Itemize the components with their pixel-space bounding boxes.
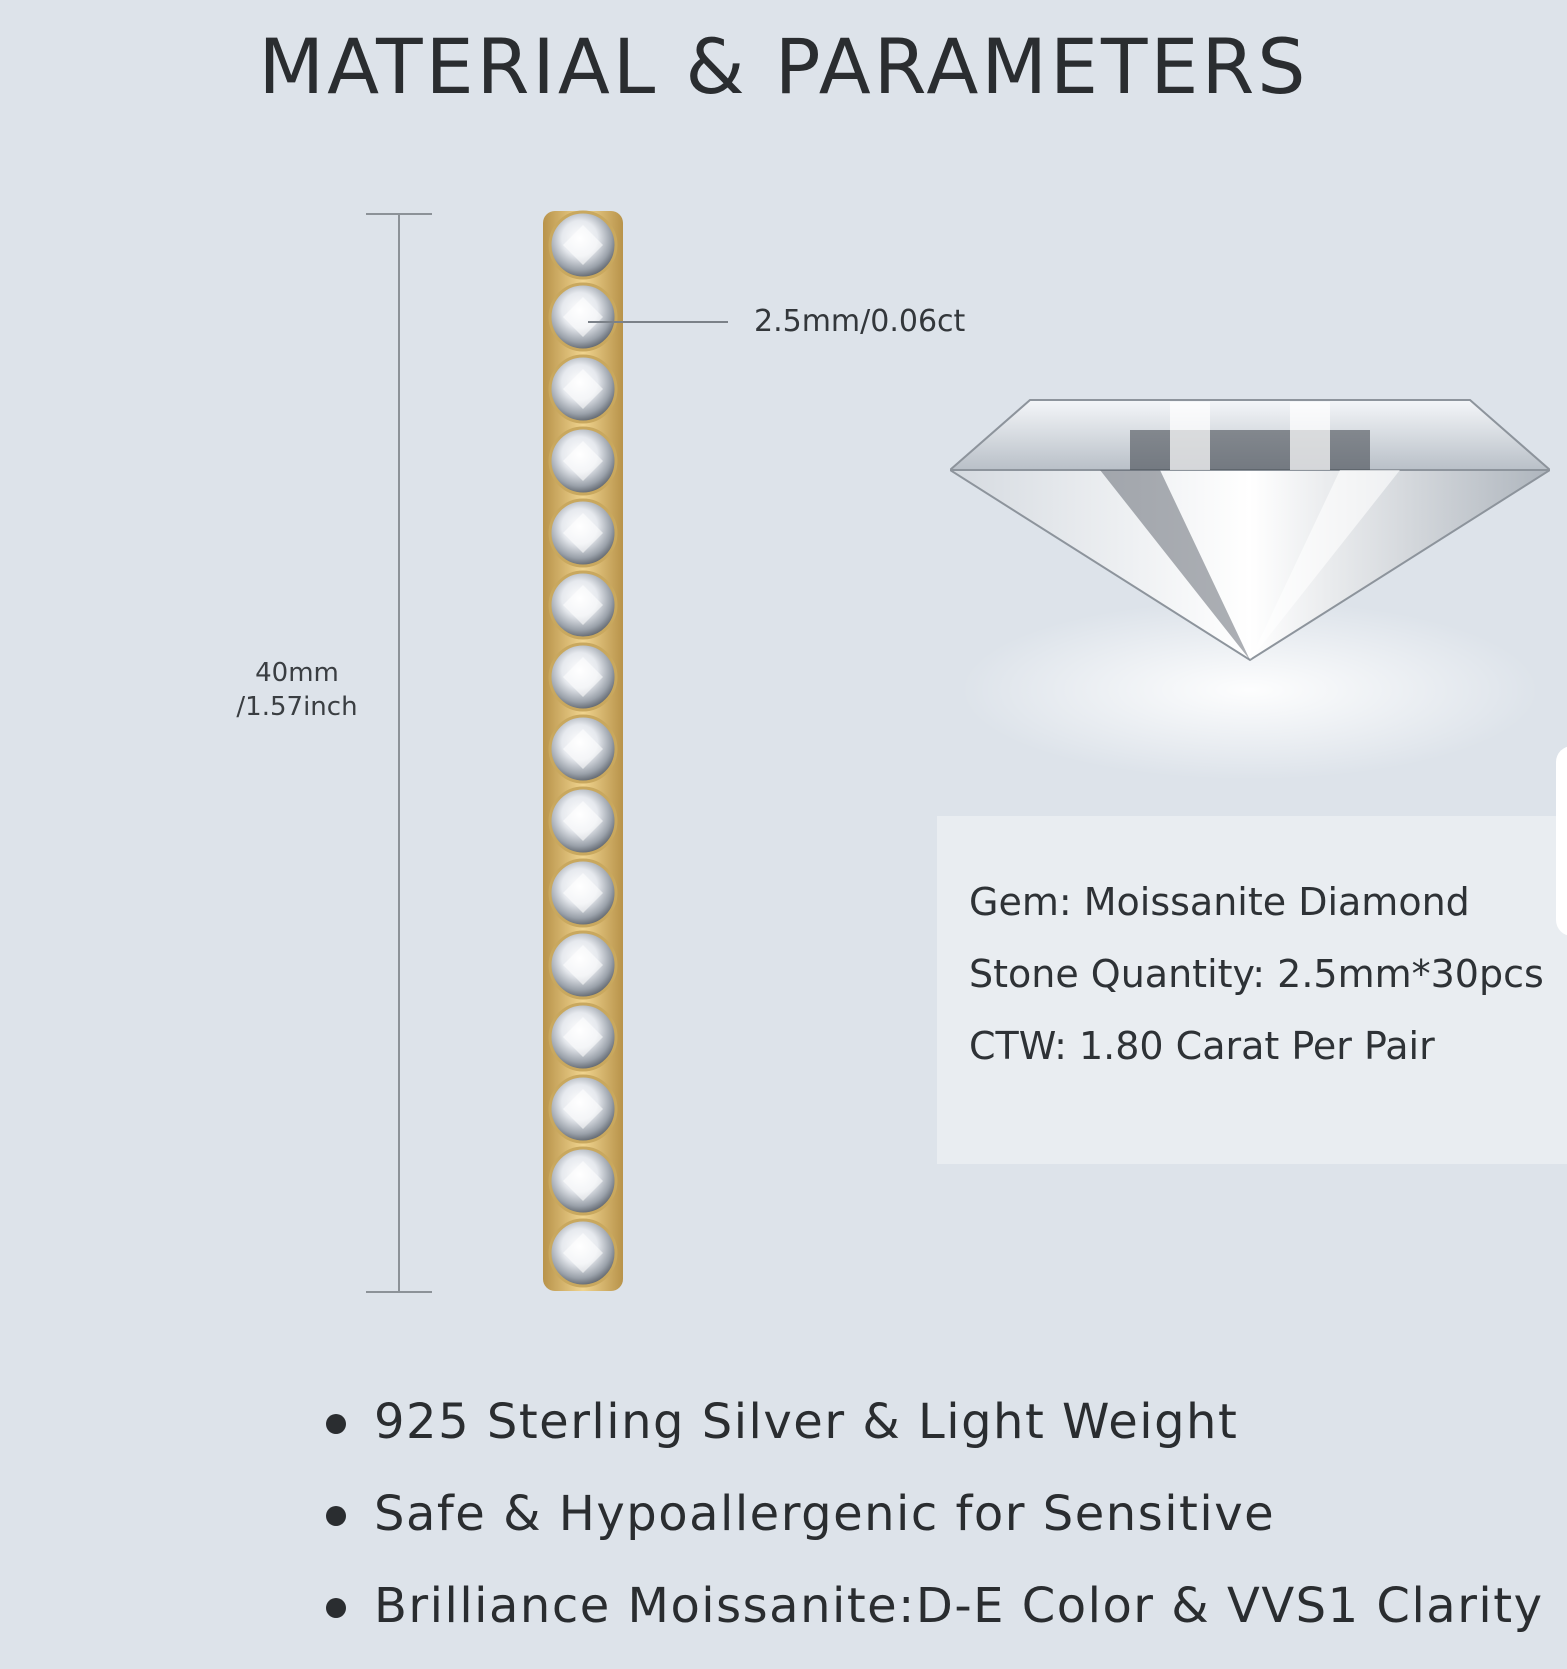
- stone-sparkle: [563, 513, 603, 553]
- spec-gem: Gem: Moissanite Diamond: [969, 880, 1470, 924]
- stone-sparkle: [563, 1089, 603, 1129]
- earring-image: [543, 210, 623, 1291]
- gem-facet-center: [1130, 430, 1370, 470]
- feature-text: Safe & Hypoallergenic for Sensitive: [374, 1486, 1276, 1542]
- stone-sparkle: [563, 657, 603, 697]
- gem-facet-right: [1290, 402, 1330, 470]
- moissanite-gem-image: [950, 399, 1550, 780]
- feature-item: Safe & Hypoallergenic for Sensitive: [318, 1484, 1543, 1576]
- stone-sparkle: [563, 369, 603, 409]
- dimension-mm: 40mm: [255, 658, 339, 688]
- page-title: MATERIAL & PARAMETERS: [258, 22, 1309, 111]
- feature-item: 925 Sterling Silver & Light Weight: [318, 1392, 1543, 1484]
- stone-sparkle: [563, 801, 603, 841]
- gem-reflection: [960, 600, 1540, 780]
- gem-facet-dark: [1100, 470, 1250, 660]
- dimension-cap-bottom: [366, 1291, 432, 1293]
- stone-sparkle: [563, 1233, 603, 1273]
- bullet-icon: [326, 1598, 346, 1618]
- gem-facet-left: [1170, 402, 1210, 470]
- stone-sparkle: [563, 585, 603, 625]
- feature-text: 925 Sterling Silver & Light Weight: [374, 1394, 1239, 1450]
- side-edge-tab[interactable]: [1556, 746, 1567, 936]
- dimension-label: 40mm /1.57inch: [222, 656, 372, 724]
- stone-size-label: 2.5mm/0.06ct: [754, 304, 966, 339]
- feature-item: Brilliance Moissanite:D-E Color & VVS1 C…: [318, 1576, 1543, 1668]
- spec-ctw: CTW: 1.80 Carat Per Pair: [969, 1024, 1435, 1068]
- dimension-inch: /1.57inch: [236, 692, 358, 722]
- feature-list: 925 Sterling Silver & Light Weight Safe …: [318, 1392, 1543, 1668]
- feature-text: Brilliance Moissanite:D-E Color & VVS1 C…: [374, 1578, 1544, 1634]
- spec-stone-quantity: Stone Quantity: 2.5mm*30pcs: [969, 952, 1544, 996]
- bullet-icon: [326, 1414, 346, 1434]
- dimension-line: [398, 214, 400, 1292]
- bullet-icon: [326, 1506, 346, 1526]
- stone-sparkle: [563, 729, 603, 769]
- gem-facet-light: [1250, 470, 1400, 660]
- stone-sparkle: [563, 873, 603, 913]
- stone-sparkle: [563, 1017, 603, 1057]
- stone-sparkle: [563, 441, 603, 481]
- stone-sparkle: [563, 945, 603, 985]
- stone-sparkle: [563, 225, 603, 265]
- stone-sparkle: [563, 297, 603, 337]
- stone-sparkle: [563, 1161, 603, 1201]
- spec-panel: Gem: Moissanite Diamond Stone Quantity: …: [937, 816, 1567, 1164]
- stone-callout-line: [588, 321, 728, 323]
